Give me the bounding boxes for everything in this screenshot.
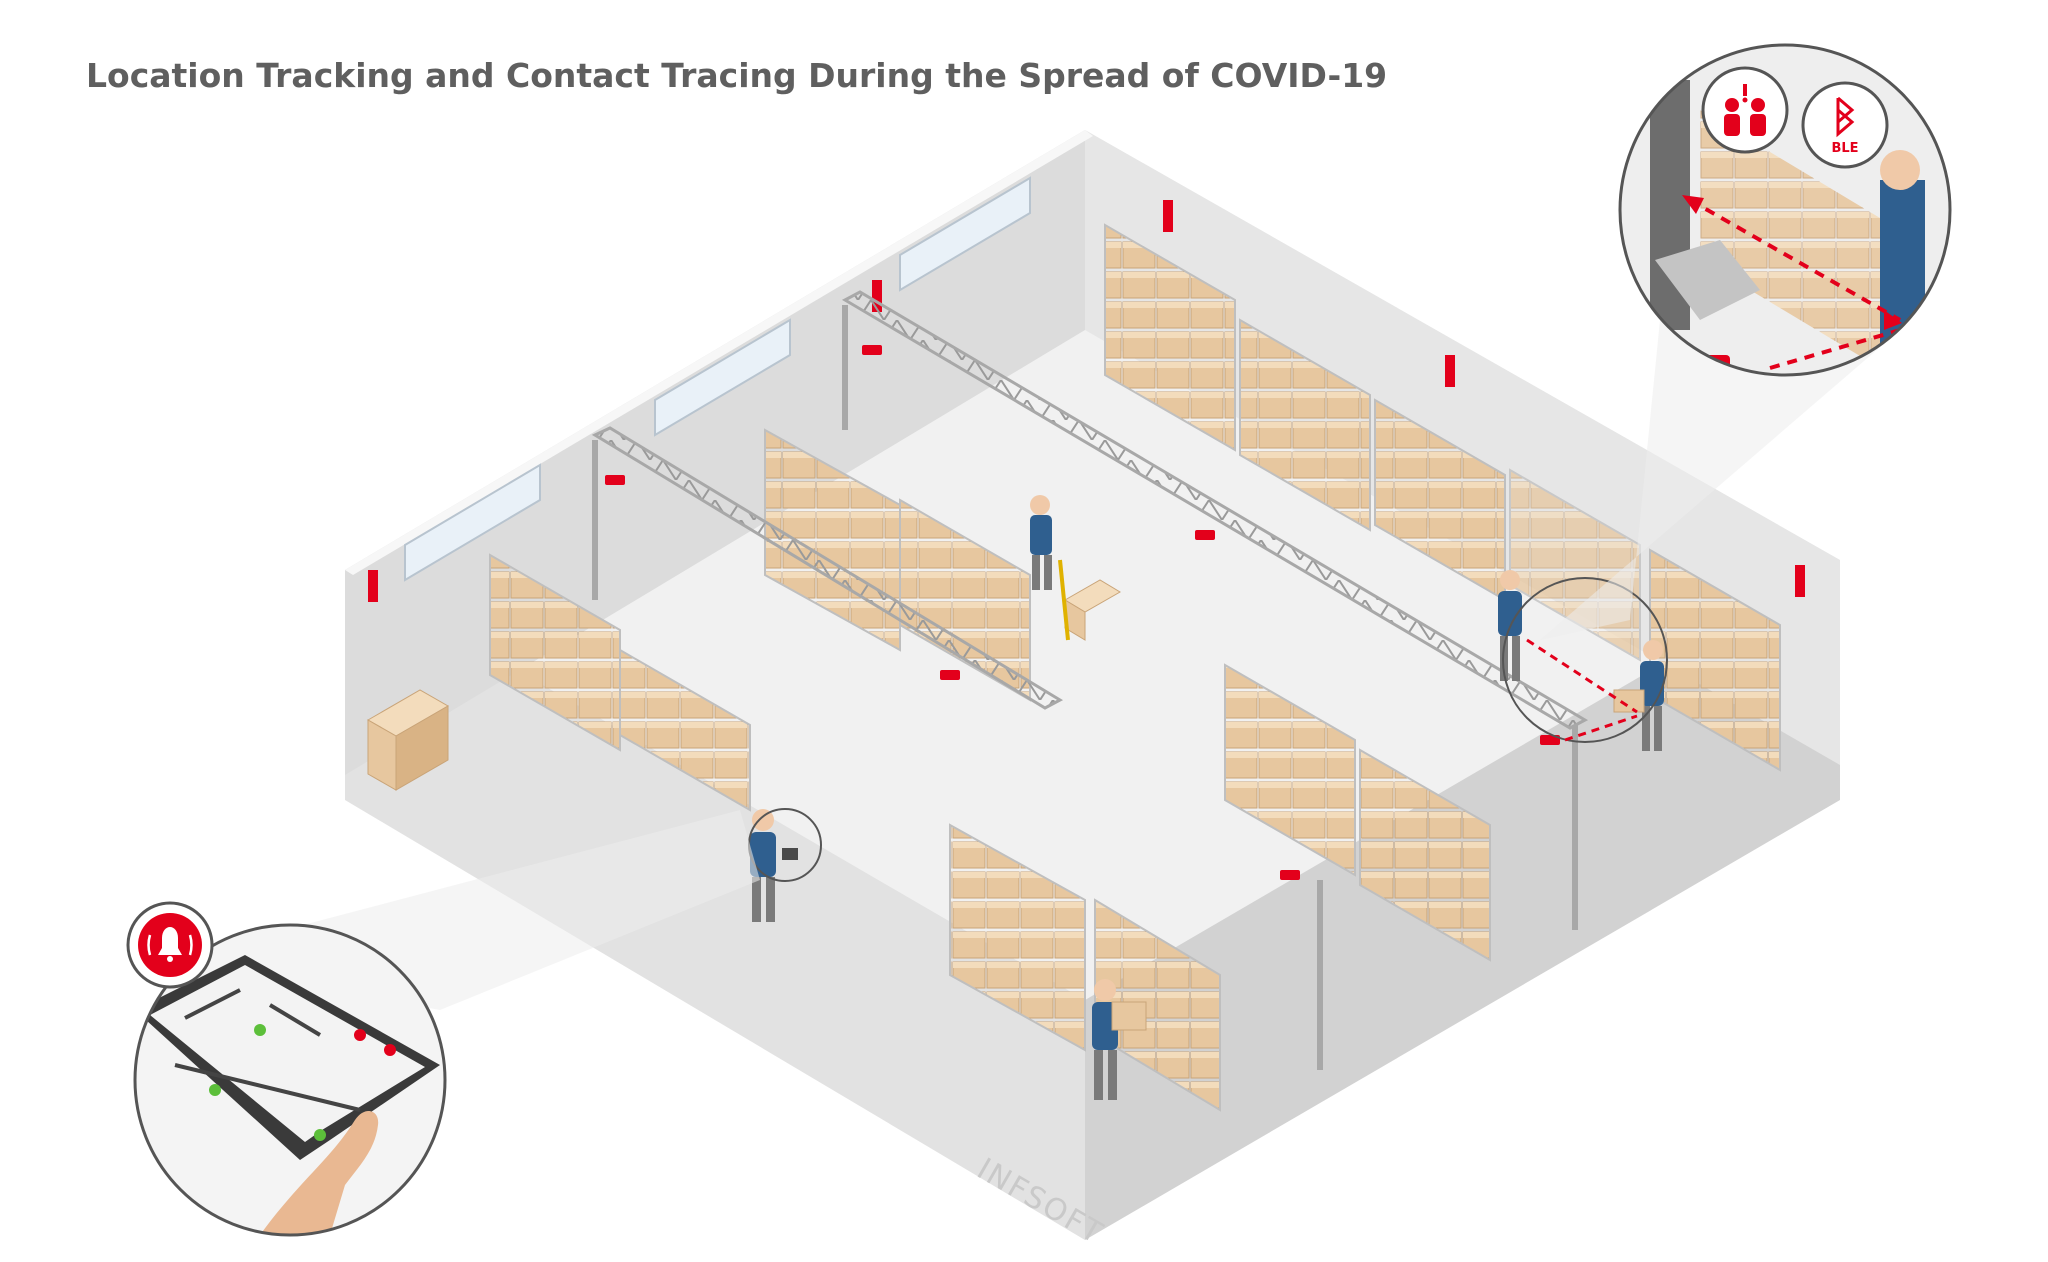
- green-dot: [314, 1129, 326, 1141]
- rack: [949, 823, 1221, 1112]
- left-wall-top: [345, 130, 1093, 575]
- rack: [489, 553, 751, 812]
- rack: [1224, 663, 1491, 962]
- hand: [260, 1110, 379, 1235]
- floor-slab-left: [345, 570, 1085, 1240]
- people-distance-alert-icon: [1701, 66, 1789, 154]
- bluetooth-icon: BLE: [1801, 81, 1889, 169]
- windows: [404, 176, 1031, 582]
- callout-beam-top-right: [1540, 320, 1900, 640]
- green-dot: [254, 1024, 266, 1036]
- ble-beacons: [605, 345, 1560, 880]
- worker-carrying-box: [1092, 979, 1147, 1100]
- page-title: Location Tracking and Contact Tracing Du…: [86, 56, 1388, 95]
- loose-box: [366, 689, 450, 791]
- green-dot: [209, 1084, 221, 1096]
- wall-beacons: [368, 200, 1805, 602]
- overhead-trusses: [591, 290, 1589, 1070]
- workers: [748, 495, 1668, 1100]
- red-dot: [354, 1029, 366, 1041]
- worker-hand-truck: [1030, 495, 1121, 641]
- workers-contact-zone: [1498, 570, 1668, 751]
- alarm-bell-icon: [126, 901, 214, 989]
- ble-label: BLE: [1831, 141, 1858, 156]
- tablet-screen: [150, 965, 425, 1142]
- zoom-tablet-detail: [133, 923, 447, 1237]
- red-dot: [384, 1044, 396, 1056]
